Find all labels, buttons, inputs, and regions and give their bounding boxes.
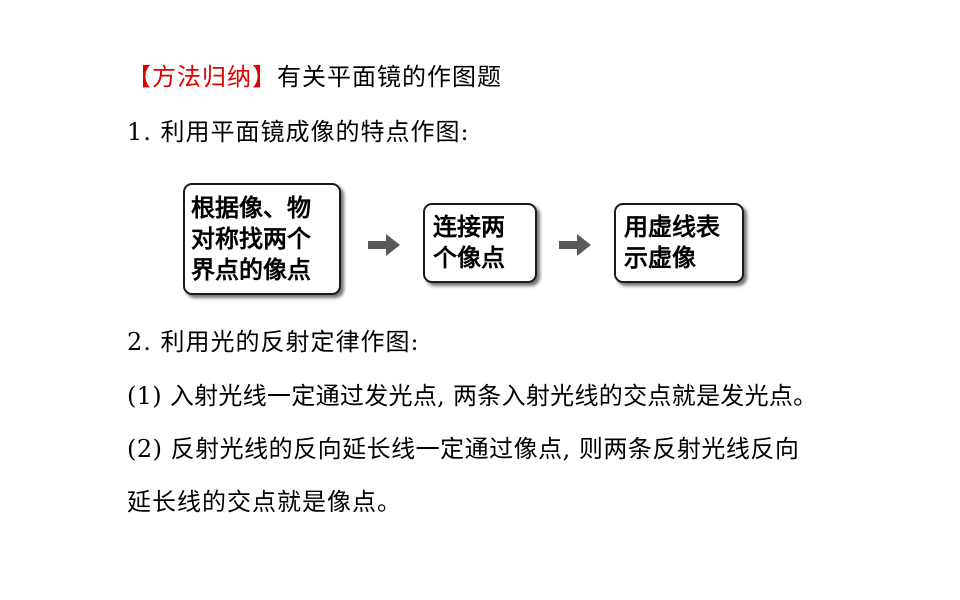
flow-step-3: 用虚线表示虚像: [614, 203, 744, 283]
right-arrow-icon: [368, 234, 400, 256]
flow-step-1-text: 根据像、物对称找两个界点的像点: [191, 193, 311, 284]
section2-point-1: (1) 入射光线一定通过发光点, 两条入射光线的交点就是发光点。: [127, 382, 818, 410]
right-arrow-icon: [559, 234, 591, 256]
heading-title: 有关平面镜的作图题: [277, 63, 502, 91]
section2-label: 2. 利用光的反射定律作图:: [127, 328, 420, 356]
section2-point-2-line-1: (2) 反射光线的反向延长线一定通过像点, 则两条反射光线反向: [127, 435, 800, 463]
section1-label: 1. 利用平面镜成像的特点作图:: [127, 118, 470, 146]
flow-step-2: 连接两个像点: [423, 203, 537, 283]
flow-step-1: 根据像、物对称找两个界点的像点: [183, 183, 341, 295]
flow-step-2-text: 连接两个像点: [433, 213, 505, 272]
section2-point-2-line-2: 延长线的交点就是像点。: [127, 488, 402, 516]
heading: 【方法归纳】有关平面镜的作图题: [127, 62, 502, 92]
method-summary-tag: 【方法归纳】: [127, 63, 277, 91]
flow-step-3-text: 用虚线表示虚像: [624, 213, 720, 272]
